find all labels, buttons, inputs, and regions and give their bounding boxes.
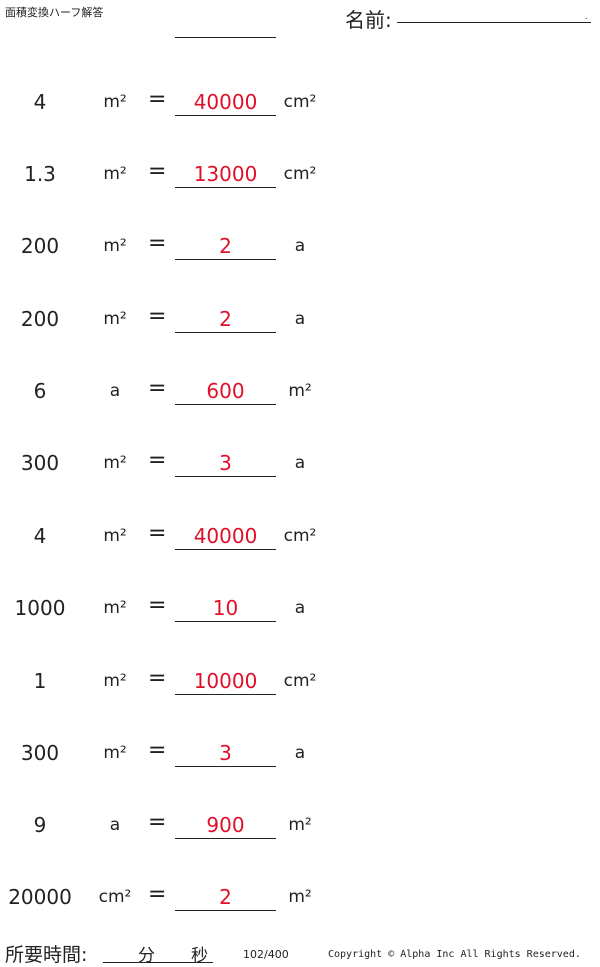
- time-line: [103, 962, 213, 963]
- problem-unit: cm²: [98, 887, 132, 907]
- name-line: [397, 22, 591, 23]
- equals-sign: =: [148, 231, 167, 256]
- problem-unit: m²: [103, 309, 127, 329]
- answer-value: 3: [175, 451, 276, 477]
- answer-value: 2: [175, 307, 276, 333]
- problem-unit: m²: [103, 743, 127, 763]
- answer-value: 2: [175, 234, 276, 260]
- problem-unit: m²: [103, 236, 127, 256]
- problem-unit: m²: [103, 164, 127, 184]
- result-unit: m²: [288, 887, 312, 907]
- equals-sign: =: [148, 666, 167, 691]
- problem-number: 9: [33, 813, 47, 837]
- equals-sign: =: [148, 448, 167, 473]
- problem-number: 4: [33, 524, 47, 548]
- worksheet-title: 面積変換ハーフ解答: [5, 6, 104, 19]
- problem-unit: a: [109, 381, 121, 401]
- problem-number: 6: [33, 379, 47, 403]
- problem-unit: m²: [103, 453, 127, 473]
- seconds-label: 秒: [191, 946, 208, 966]
- problem-row: 4 m² = 40000 cm²: [0, 516, 600, 556]
- problem-row: 9 a = 900 m²: [0, 805, 600, 845]
- problem-unit: m²: [103, 526, 127, 546]
- answer-value: 600: [175, 379, 276, 405]
- answer-value: 10000: [175, 669, 276, 695]
- equals-sign: =: [148, 593, 167, 618]
- footer: 所要時間: 分 秒 102/400 Copyright © Alpha Inc …: [0, 940, 600, 967]
- problem-number: 200: [20, 307, 60, 331]
- problem-row: 6 a = 600 m²: [0, 371, 600, 411]
- result-unit: a: [294, 453, 306, 473]
- problem-row: 1.3 m² = 13000 cm²: [0, 154, 600, 194]
- answer-value: 2: [175, 885, 276, 911]
- answer-value: 40000: [175, 524, 276, 550]
- result-unit: cm²: [283, 92, 317, 112]
- problem-number: 4: [33, 90, 47, 114]
- problem-number: 300: [20, 451, 60, 475]
- problem-number: 200: [20, 234, 60, 258]
- problem-unit: m²: [103, 671, 127, 691]
- equals-sign: =: [148, 521, 167, 546]
- problem-number: 1000: [14, 596, 66, 620]
- time-label: 所要時間:: [5, 944, 88, 966]
- result-unit: m²: [288, 381, 312, 401]
- answer-value: 3: [175, 741, 276, 767]
- page-number: 102/400: [243, 948, 289, 961]
- problem-row: 1 m² = 10000 cm²: [0, 661, 600, 701]
- equals-sign: =: [148, 810, 167, 835]
- equals-sign: =: [148, 87, 167, 112]
- problem-unit: a: [109, 815, 121, 835]
- minutes-label: 分: [138, 946, 155, 966]
- problem-number: 20000: [8, 885, 72, 909]
- result-unit: cm²: [283, 671, 317, 691]
- result-unit: cm²: [283, 164, 317, 184]
- problem-row: 1000 m² = 10 a: [0, 588, 600, 628]
- result-unit: cm²: [283, 526, 317, 546]
- answer-value: 10: [175, 596, 276, 622]
- result-unit: a: [294, 309, 306, 329]
- answer-value: 13000: [175, 162, 276, 188]
- result-unit: m²: [288, 815, 312, 835]
- result-unit: a: [294, 743, 306, 763]
- equals-sign: =: [148, 304, 167, 329]
- result-unit: a: [294, 236, 306, 256]
- problem-number: 300: [20, 741, 60, 765]
- problem-row: 4 m² = 40000 cm²: [0, 82, 600, 122]
- copyright: Copyright © Alpha Inc All Rights Reserve…: [328, 949, 581, 960]
- problem-number: 1: [33, 669, 47, 693]
- equals-sign: =: [148, 159, 167, 184]
- name-label: 名前:: [345, 8, 392, 32]
- problem-row: 20000 cm² = 2 m²: [0, 877, 600, 917]
- equals-sign: =: [148, 738, 167, 763]
- answer-value: 40000: [175, 90, 276, 116]
- answer-value: 900: [175, 813, 276, 839]
- problem-unit: m²: [103, 598, 127, 618]
- result-unit: a: [294, 598, 306, 618]
- problem-number: 1.3: [24, 162, 56, 186]
- name-dot: .: [585, 12, 588, 21]
- top-blank-line: [175, 37, 276, 38]
- problem-unit: m²: [103, 92, 127, 112]
- equals-sign: =: [148, 376, 167, 401]
- equals-sign: =: [148, 882, 167, 907]
